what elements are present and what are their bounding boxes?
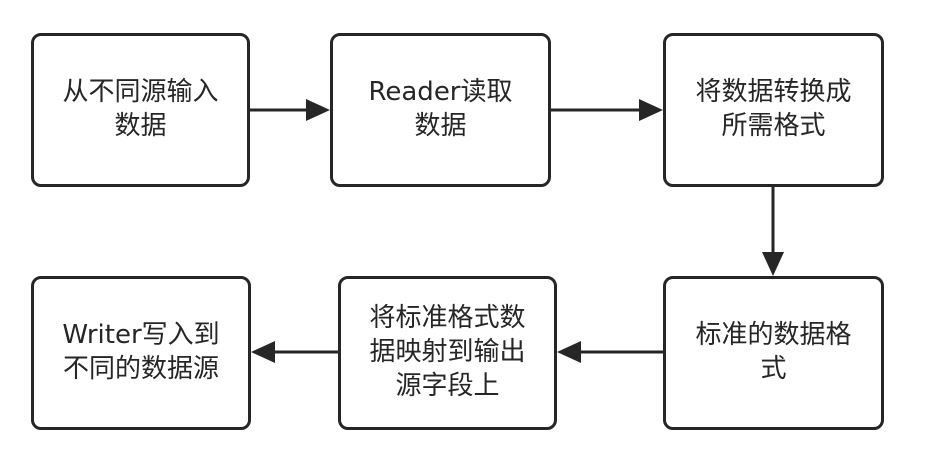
node-label: Reader读取 数据 (368, 77, 513, 141)
node-source-input: 从不同源输入 数据 (31, 33, 250, 187)
node-label: 将数据转换成 所需格式 (695, 77, 852, 141)
arrow-standard-to-map (557, 341, 663, 363)
node-standard-data: 标准的数据格 式 (663, 276, 884, 430)
node-map-fields: 将标准格式数 据映射到输出 源字段上 (338, 276, 557, 430)
node-label: 将标准格式数 据映射到输出 源字段上 (369, 303, 526, 401)
node-convert-format: 将数据转换成 所需格式 (663, 33, 884, 187)
node-writer-write: Writer写入到 不同的数据源 (31, 276, 251, 430)
node-label: 标准的数据格 式 (695, 320, 852, 384)
arrow-source-to-reader (250, 99, 330, 121)
node-label: Writer写入到 不同的数据源 (62, 320, 220, 384)
arrow-map-to-writer (251, 341, 338, 363)
node-label: 从不同源输入 数据 (62, 77, 219, 141)
arrow-reader-to-convert (551, 99, 663, 121)
node-reader-read: Reader读取 数据 (330, 33, 551, 187)
arrow-convert-to-standard (762, 187, 784, 276)
